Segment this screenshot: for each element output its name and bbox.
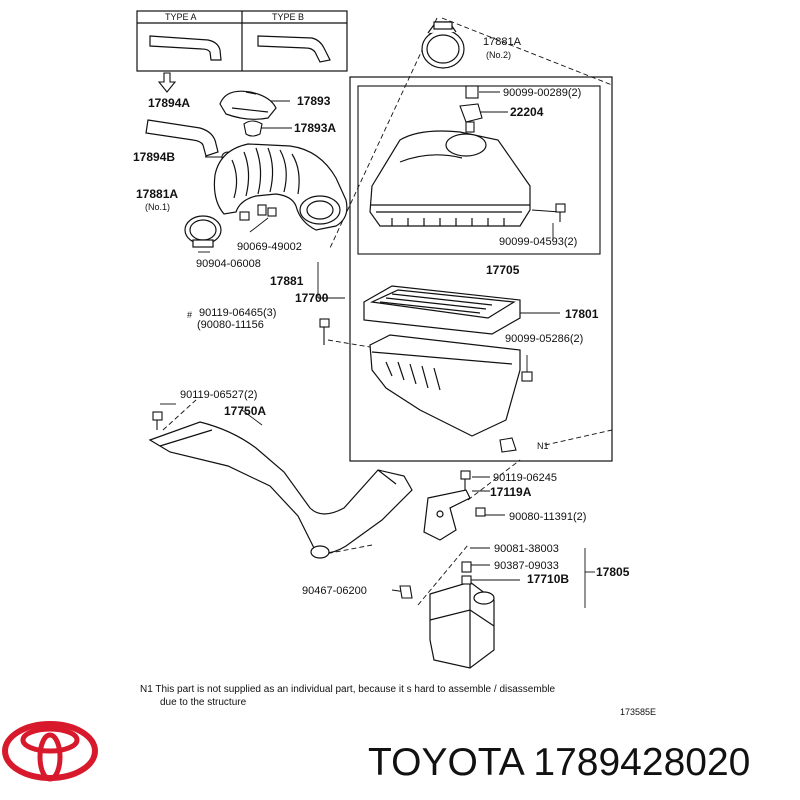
resonator-17893: [219, 90, 277, 120]
label-17881: 17881: [270, 274, 304, 288]
brand-part-number-caption: TOYOTA 1789428020: [368, 741, 751, 784]
bolt-90080-11391: [475, 507, 486, 517]
label-90069-49002: 90069-49002: [237, 241, 302, 253]
footnote-line-1: N1 This part is not supplied as an indiv…: [140, 684, 555, 695]
label-90904-06008: 90904-06008: [196, 258, 261, 270]
label-90099-05286: 90099-05286(2): [505, 333, 583, 345]
dashed-leaders: [162, 17, 613, 606]
type-a-label: TYPE A: [165, 12, 197, 22]
label-17705: 17705: [486, 263, 520, 277]
bolt-90119-06245: [460, 470, 471, 490]
label-17750a: 17750A: [224, 404, 266, 418]
label-17893: 17893: [297, 94, 331, 108]
label-22204: 22204: [510, 105, 544, 119]
label-17801: 17801: [565, 307, 599, 321]
intake-tube-17894a: [145, 119, 219, 157]
type-legend-box: [136, 10, 348, 72]
label-90387-09033: 90387-09033: [494, 560, 559, 572]
hose-clamp-no2: [421, 21, 465, 69]
toyota-logo: [2, 721, 98, 782]
bracket-17119a: [423, 489, 471, 541]
label-hash: #: [187, 310, 192, 320]
label-90119-06527: 90119-06527(2): [180, 389, 257, 401]
resonator-17805: [429, 581, 495, 669]
type-b-label: TYPE B: [272, 12, 304, 22]
bolt-90119-06465: [319, 318, 330, 345]
label-90467-06200: 90467-06200: [302, 585, 367, 597]
label-17805: 17805: [596, 565, 630, 579]
cleaner-cap-subframe: [357, 85, 601, 255]
label-90119-06465: 90119-06465(3): [199, 307, 276, 319]
label-90119-06245: 90119-06245: [493, 472, 557, 484]
label-90080-11391: 90080-11391(2): [509, 511, 586, 523]
label-n1: N1: [537, 441, 549, 451]
label-17881a-no2-sub: (No.2): [486, 50, 511, 60]
diagram-code: 173585E: [620, 707, 656, 717]
bolt-90119-06527: [152, 411, 163, 430]
label-90099-04593: 90099-04593(2): [499, 236, 577, 248]
hose-small-parts: [239, 204, 277, 221]
label-17881a-no1-sub: (No.1): [145, 202, 170, 212]
label-17881a-no1: 17881A: [136, 187, 178, 201]
label-17893a: 17893A: [294, 121, 336, 135]
label-17700: 17700: [295, 291, 329, 305]
n1-grommet: [499, 437, 517, 453]
type-arrow: [157, 72, 177, 93]
air-cleaner-assembly-frame: [349, 76, 613, 462]
bolt-90099-04593: [555, 203, 566, 222]
cleaner-cap-17705: [369, 130, 531, 227]
cleaner-case-lower: [369, 334, 521, 437]
sensor-22204: [459, 85, 483, 133]
label-17881a-no2: 17881A: [483, 36, 522, 48]
intake-duct-17750a: [148, 421, 413, 559]
label-17119a: 17119A: [490, 485, 532, 499]
clip-90467-06200: [399, 585, 413, 599]
grommet-17893a: [243, 120, 263, 137]
filter-element-17801: [363, 285, 521, 335]
label-90081-38003: 90081-38003: [494, 543, 559, 555]
grommet-90387-09033: [461, 561, 472, 585]
corrugated-hose-17881: [213, 143, 348, 231]
label-17894a: 17894A: [148, 96, 190, 110]
bolt-90099-05286: [521, 371, 533, 382]
label-17710b: 17710B: [527, 572, 569, 586]
label-90099-00289: 90099-00289(2): [503, 87, 581, 99]
label-90080-11156: (90080-11156: [197, 319, 264, 331]
footnote-line-2: due to the structure: [160, 697, 247, 708]
label-17894b: 17894B: [133, 150, 175, 164]
hose-clamp-no1: [184, 215, 222, 248]
